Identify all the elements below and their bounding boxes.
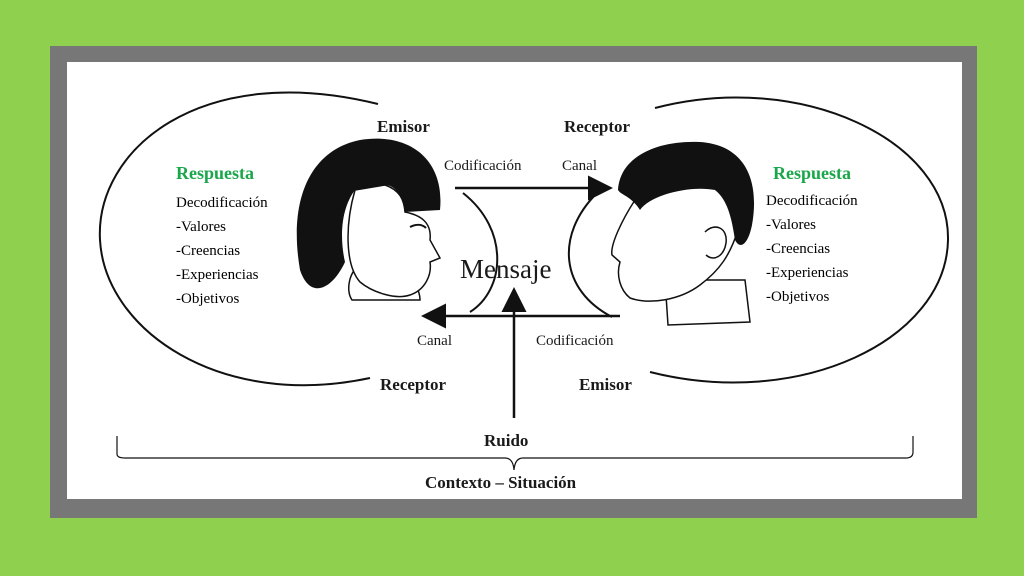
context-label: Contexto – Situación [425, 473, 577, 492]
right-ellipse [649, 96, 950, 384]
flow-top-left-label: Codificación [444, 158, 522, 174]
flow-bottom-left-label: Canal [417, 333, 452, 349]
man-head-icon [611, 141, 755, 326]
right-response-title: Respuesta [773, 163, 852, 183]
left-ellipse [98, 91, 379, 387]
noise-label: Ruido [484, 431, 529, 450]
list-item: Decodificación [176, 195, 268, 211]
context-brace [116, 436, 914, 471]
list-item: -Valores [176, 219, 226, 235]
list-item: -Experiencias [176, 267, 259, 283]
message-curve-right [567, 192, 613, 318]
left-response-list: Decodificación -Valores -Creencias -Expe… [176, 191, 268, 311]
woman-head-icon [296, 138, 442, 301]
list-item: -Creencias [766, 241, 831, 257]
list-item: Decodificación [766, 193, 858, 209]
flow-bottom-right-label: Codificación [536, 333, 614, 349]
list-item: -Objetivos [176, 291, 240, 307]
left-role-top: Emisor [377, 117, 430, 136]
message-label: Mensaje [460, 254, 552, 284]
list-item: -Objetivos [766, 289, 830, 305]
message-curve-left [462, 192, 499, 313]
right-role-top: Receptor [564, 117, 631, 136]
right-response-list: Decodificación -Valores -Creencias -Expe… [766, 189, 858, 309]
right-role-bottom: Emisor [579, 375, 632, 394]
list-item: -Valores [766, 217, 816, 233]
diagram-card [67, 62, 962, 499]
list-item: -Experiencias [766, 265, 849, 281]
left-role-bottom: Receptor [380, 375, 447, 394]
flow-top-right-label: Canal [562, 158, 597, 174]
left-response-title: Respuesta [176, 163, 255, 183]
list-item: -Creencias [176, 243, 241, 259]
